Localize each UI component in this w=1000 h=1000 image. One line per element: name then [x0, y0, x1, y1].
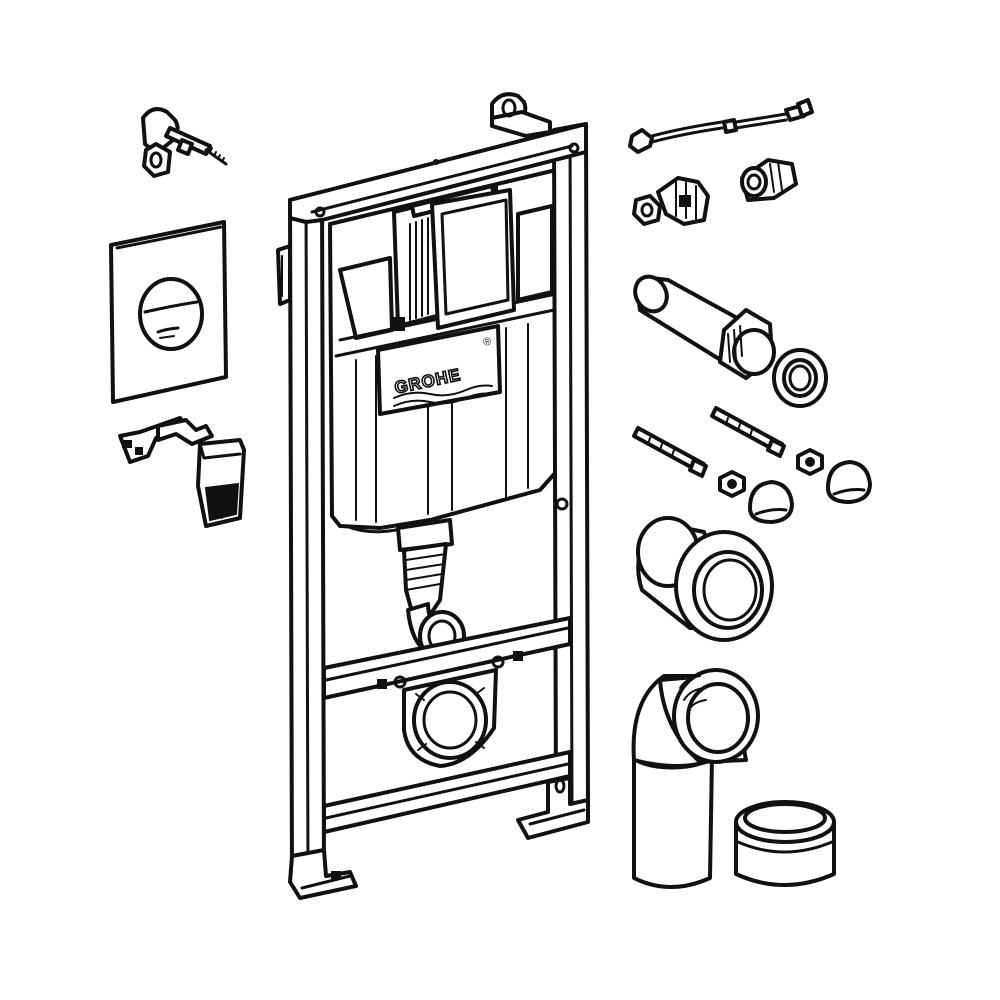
flush-pipe-connector	[633, 274, 776, 380]
flexible-supply-hose	[628, 98, 814, 154]
drain-bend-pipe	[631, 668, 760, 889]
plate-mounting-bracket	[118, 416, 246, 528]
flush-plate	[109, 220, 228, 404]
installation-frame: GROHE ®	[276, 92, 590, 900]
wall-anchor-bolt-left	[141, 107, 228, 178]
logo-registered-mark: ®	[482, 336, 492, 349]
hex-nut-left	[718, 470, 746, 498]
cap-nut-right	[826, 460, 872, 504]
sealing-ring	[772, 348, 828, 408]
cap-nut-left	[748, 480, 794, 524]
drain-connector-sleeve	[636, 516, 774, 642]
reducing-connector	[740, 158, 798, 202]
drain-end-cap	[734, 800, 836, 887]
threaded-stud-right	[710, 406, 786, 458]
angle-valve	[632, 176, 710, 226]
hex-nut-right	[796, 448, 824, 476]
threaded-stud-left	[632, 426, 708, 478]
grohe-logo: GROHE ®	[376, 324, 502, 416]
